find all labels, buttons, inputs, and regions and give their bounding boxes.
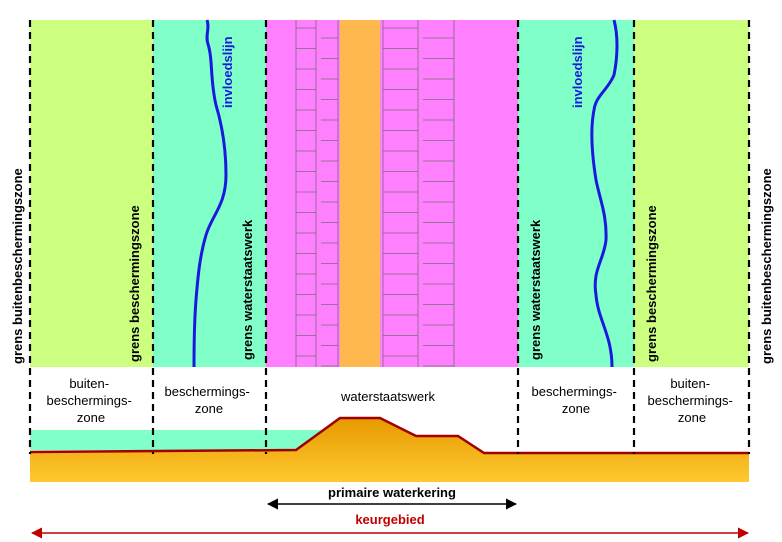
zone-label-line: zone (562, 401, 590, 416)
label-grens-waterstaatswerk-left: grens waterstaatswerk (240, 219, 255, 360)
label-keurgebied: keurgebied (355, 512, 424, 527)
zone-label-beschermingszone-right: beschermings- zone (532, 384, 621, 416)
invloedslijn-curve-right (590, 19, 619, 368)
zone-label-line: beschermings- (532, 384, 617, 399)
waterstaatswerk-band (266, 20, 518, 367)
zone-label-line: buiten- (670, 376, 710, 391)
beschermingszone-strip-left-buiten (30, 430, 153, 450)
beschermingszone-band-left (153, 20, 266, 367)
buitenbeschermingszone-band-right (634, 20, 749, 367)
invloedslijn-curve-left (192, 19, 228, 368)
label-primaire-waterkering: primaire waterkering (328, 485, 456, 500)
beschermingszone-strip-left (153, 430, 266, 450)
zone-label-waterstaatswerk: waterstaatswerk (340, 389, 435, 404)
zone-label-line: waterstaatswerk (340, 389, 435, 404)
ground-surface-line (29, 416, 749, 455)
label-grens-buitenbeschermingszone-right: grens buitenbeschermingszone (759, 168, 774, 364)
zone-label-line: zone (77, 410, 105, 425)
boundary-lines (28, 20, 751, 454)
beschermingszone-band-right (518, 20, 634, 367)
label-grens-waterstaatswerk-right: grens waterstaatswerk (528, 219, 543, 360)
ground-cross-section (30, 418, 749, 482)
road-hatching-left (295, 20, 339, 367)
road-hatching-right (382, 20, 455, 367)
zone-label-line: zone (195, 401, 223, 416)
buitenbeschermingszone-band-left (30, 20, 153, 367)
label-grens-buitenbeschermingszone-left: grens buitenbeschermingszone (10, 168, 25, 364)
zone-label-line: beschermings- (648, 393, 733, 408)
label-grens-beschermingszone-left: grens beschermingszone (127, 205, 142, 362)
zone-label-line: beschermings- (165, 384, 250, 399)
zone-label-line: beschermings- (47, 393, 132, 408)
dike-core-plan (340, 20, 380, 367)
label-grens-beschermingszone-right: grens beschermingszone (644, 205, 659, 362)
zone-label-line: buiten- (69, 376, 109, 391)
zone-label-buitenbeschermingszone-left: buiten- beschermings- zone (47, 376, 136, 425)
zone-label-buitenbeschermingszone-right: buiten- beschermings- zone (648, 376, 737, 425)
label-invloedslijn-right: invloedslijn (570, 36, 585, 108)
zone-label-line: zone (678, 410, 706, 425)
zone-label-beschermingszone-left: beschermings- zone (165, 384, 254, 416)
label-invloedslijn-left: invloedslijn (220, 36, 235, 108)
